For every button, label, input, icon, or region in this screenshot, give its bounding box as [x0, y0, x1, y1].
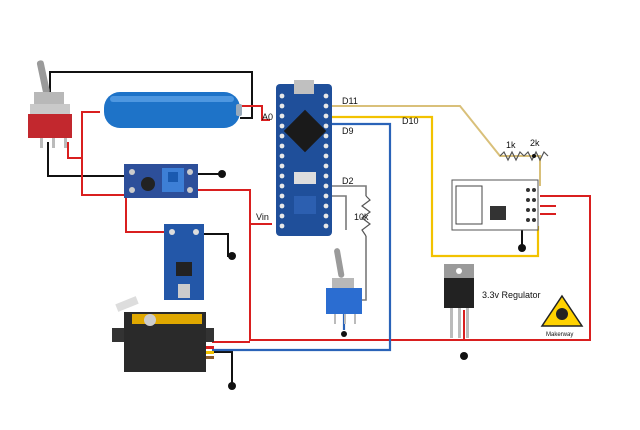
battery-cell	[104, 92, 242, 128]
label-d2: D2	[342, 176, 354, 186]
resistor-1k	[499, 150, 525, 162]
label-vin: Vin	[256, 212, 269, 222]
label-d9: D9	[342, 126, 354, 136]
label-logo: Makerway	[546, 332, 573, 338]
wire-yellow-d10	[330, 115, 540, 258]
pin-labels: D11 D10 D9 D2 A0 Vin 1k 2k 10k 3.3v Regu…	[256, 96, 573, 338]
label-a0: A0	[262, 112, 273, 122]
esp01-module	[451, 179, 539, 231]
wire-red-power	[67, 105, 591, 343]
label-resistor-10k: 10k	[354, 212, 369, 222]
makerway-logo-icon	[540, 294, 584, 327]
label-d11: D11	[342, 96, 358, 106]
voltage-regulator	[444, 264, 474, 338]
arduino-nano-board	[276, 80, 332, 236]
servo-motor	[112, 296, 214, 372]
label-d10: D10	[402, 116, 419, 126]
label-resistor-2k: 2k	[530, 138, 540, 148]
junction-dots	[218, 154, 536, 390]
toggle-switch-icon	[28, 60, 72, 148]
toggle-switch-icon	[326, 248, 362, 324]
label-resistor-1k: 1k	[506, 140, 516, 150]
resistor-10k	[361, 195, 371, 237]
resistor-2k	[523, 150, 549, 162]
charger-module	[164, 224, 204, 300]
label-regulator: 3.3v Regulator	[482, 290, 541, 300]
boost-converter-module	[124, 164, 198, 198]
